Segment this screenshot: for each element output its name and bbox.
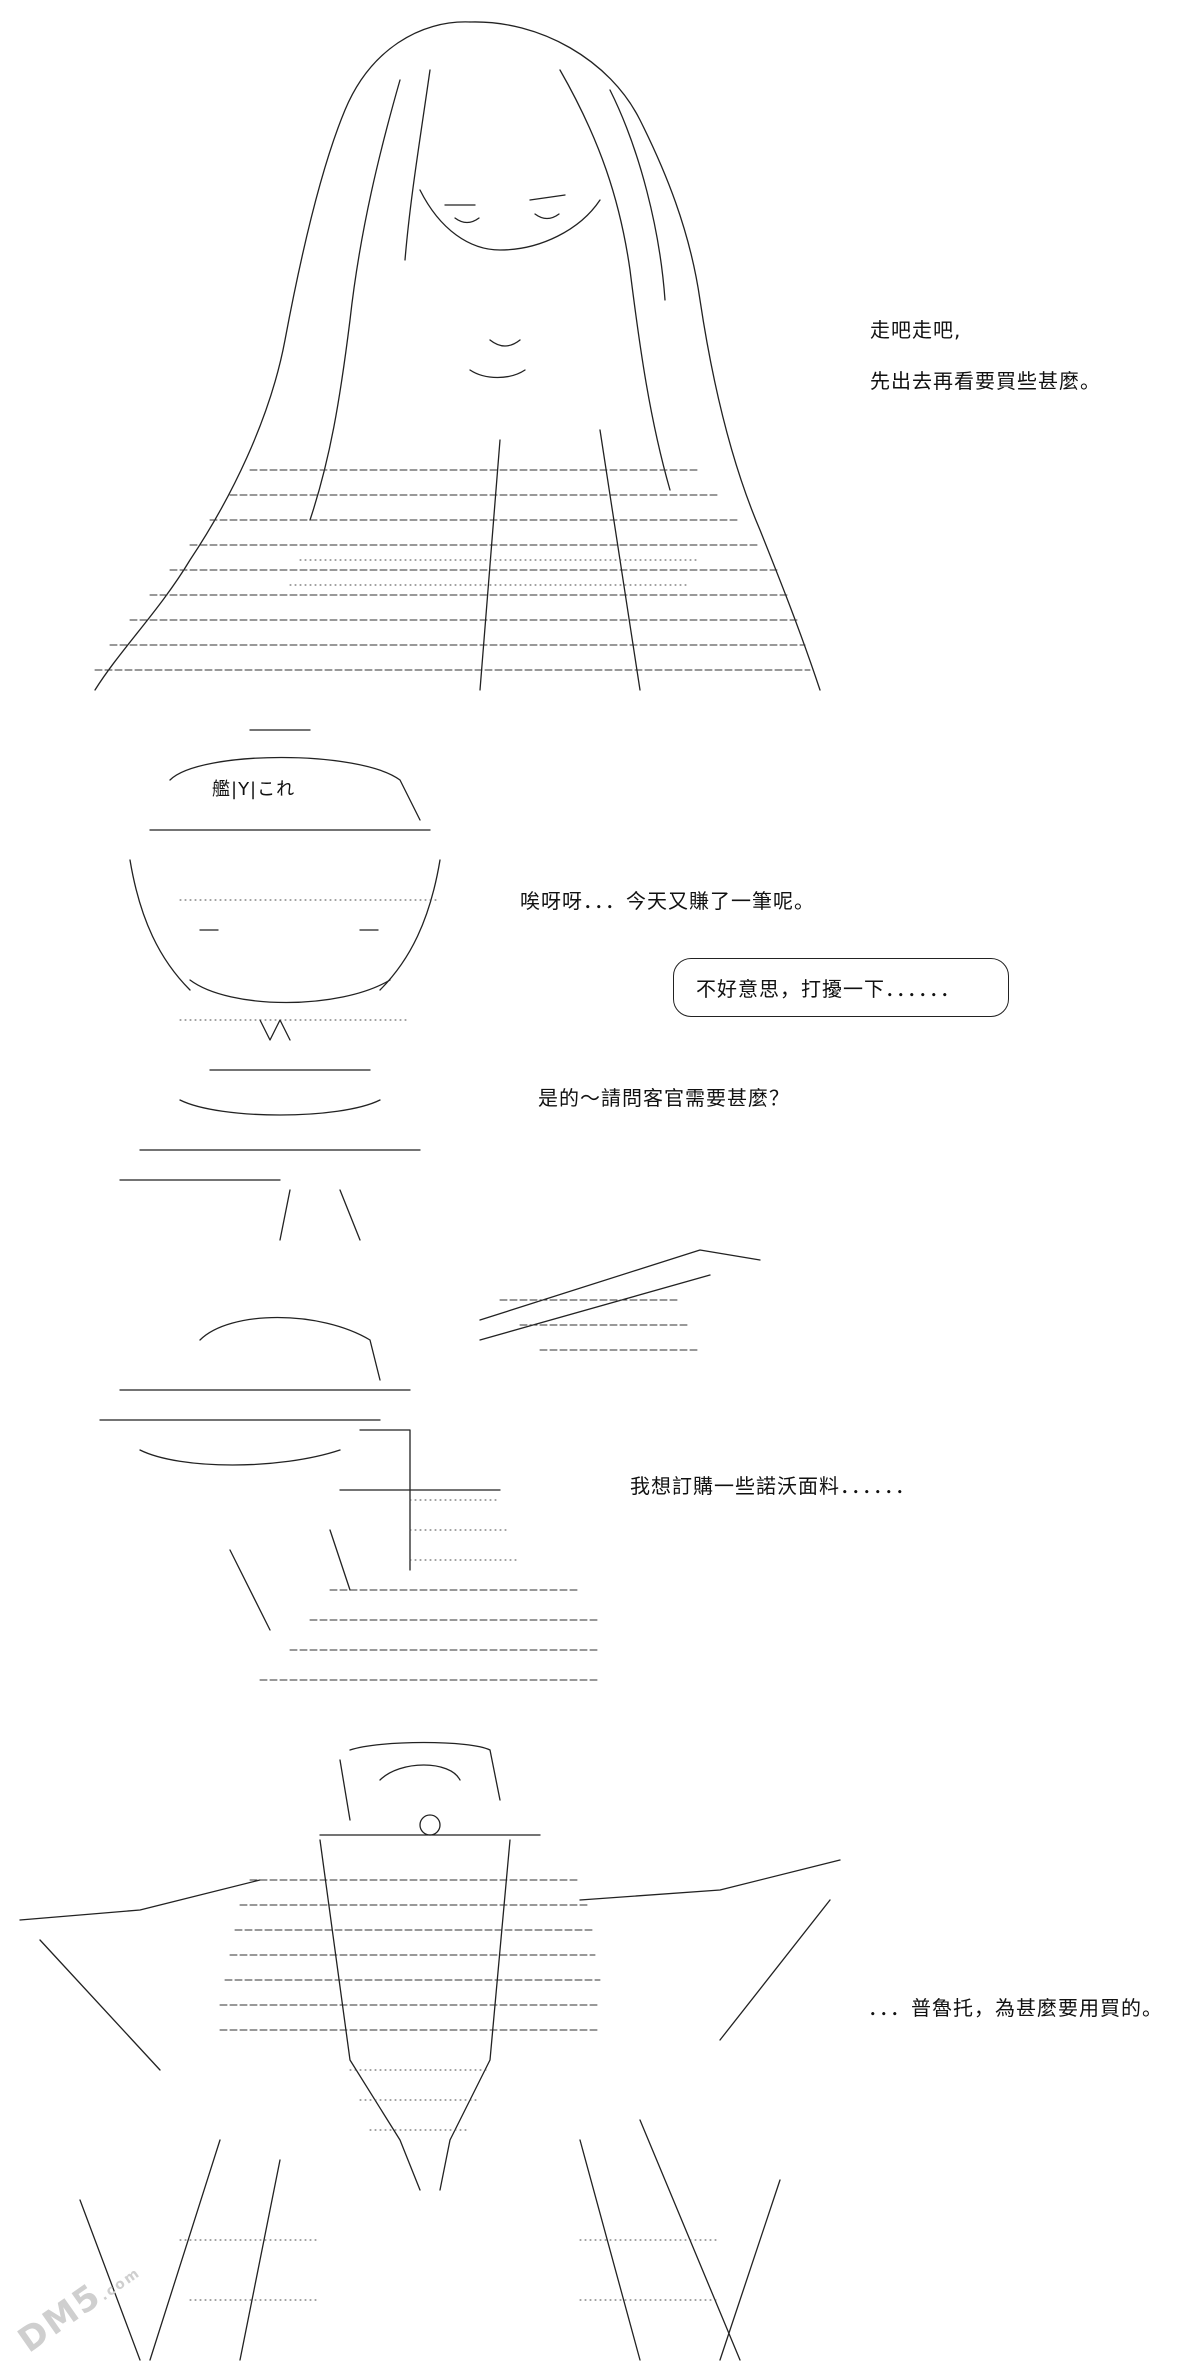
- panel-1: 走吧走吧, 先出去再看要買些甚麼。: [0, 0, 1200, 700]
- hooded-girl-ascii-art: [94, 21, 821, 691]
- panel-2-line-1: 唉呀呀．．．今天又賺了一筆呢。: [520, 889, 815, 913]
- panel-3: 我想訂購一些諾沃面料．．．．．．: [0, 1220, 1200, 1710]
- robot-cannon-ascii-art: [99, 1249, 761, 1681]
- giant-robot-ascii-art: [19, 1741, 841, 2361]
- panel-4: ．．．普魯托，為甚麼要用買的。: [0, 1710, 1200, 2363]
- panel-2-sign: 艦|Y|これ: [212, 779, 296, 800]
- panel-2: 艦|Y|これ 唉呀呀．．．今天又賺了一筆呢。 不好意思，打擾一下．．．．．． 是…: [0, 700, 1200, 1241]
- speech-bubble-text: 不好意思，打擾一下．．．．．．: [696, 977, 961, 1001]
- panel-3-line-1: 我想訂購一些諾沃面料．．．．．．: [630, 1474, 916, 1498]
- shopkeeper-girl-ascii-art: [119, 729, 441, 1241]
- panel-2-reply: 是的～請問客官需要甚麼？: [538, 1086, 790, 1110]
- panel-4-line-1: ．．．普魯托，為甚麼要用買的。: [868, 1996, 1163, 2020]
- panel-1-line-1: 走吧走吧,: [870, 318, 962, 342]
- panel-1-line-2: 先出去再看要買些甚麼。: [870, 369, 1101, 393]
- speech-bubble: 不好意思，打擾一下．．．．．．: [673, 958, 1009, 1017]
